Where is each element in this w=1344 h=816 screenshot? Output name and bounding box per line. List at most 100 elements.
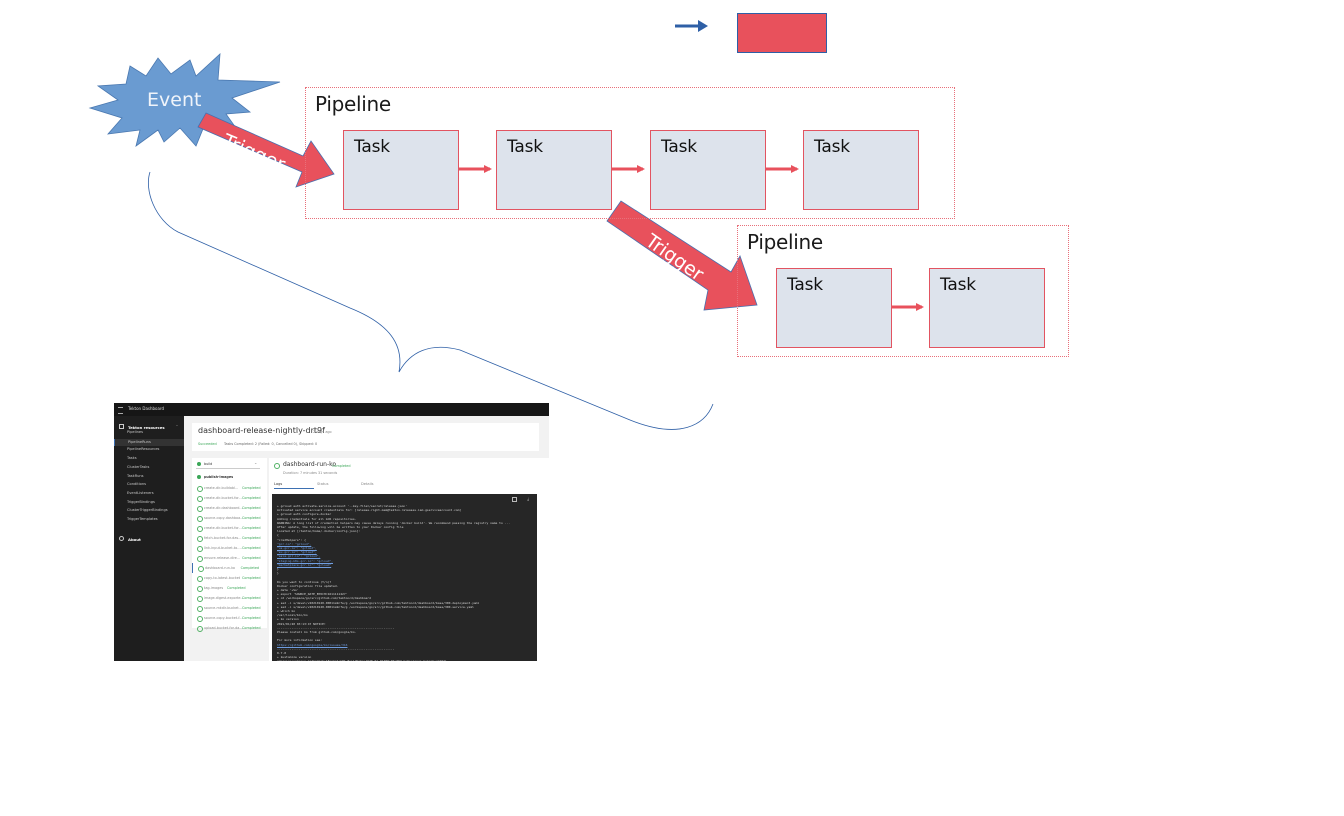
log-line: + cd /workspace/go/src/github.com/tekton… (277, 596, 371, 601)
pipeline-1-task-2: Task (496, 130, 612, 210)
taskrun-list-item[interactable]: image-digest-exporte...Completed (192, 593, 267, 603)
success-icon (197, 615, 203, 622)
log-line[interactable]: "us.gcr.io": "gcloud", (277, 546, 317, 550)
log-line: Please install ko from github.com/google… (277, 630, 357, 634)
taskrun-name: create-dir-bucket-for... (204, 526, 242, 530)
sidebar-item-triggerbindings[interactable]: TriggerBindings (127, 499, 155, 504)
step-status: Completed (332, 464, 351, 468)
success-icon (197, 475, 201, 479)
sidebar-item-pipelines[interactable]: Pipelines (127, 430, 143, 434)
success-icon (197, 605, 203, 612)
sidebar-section-tekton-resources[interactable]: Tekton resources ˆ (119, 424, 178, 430)
sidebar-item-about[interactable]: About (119, 536, 141, 542)
log-line[interactable]: "gcr.io": "gcloud", (277, 541, 312, 546)
taskrun-status: Completed (242, 496, 261, 500)
taskrun-status: Completed (242, 486, 261, 490)
sidebar-item-pipelineresources[interactable]: PipelineResources (127, 447, 160, 452)
taskrun-status: Completed (242, 616, 261, 620)
log-line: /usr/local/bin/ko (277, 613, 308, 618)
success-icon (197, 545, 203, 552)
step-duration: Duration: 7 minutes 31 seconds (283, 471, 338, 475)
sidebar-item-eventlisteners[interactable]: EventListeners (127, 490, 154, 495)
hamburger-menu-icon[interactable] (118, 407, 123, 414)
info-icon (119, 536, 124, 541)
taskrun-name: tag-images (204, 586, 224, 590)
step-selector-value: build (204, 462, 213, 466)
taskrun-list-item[interactable]: link-input-bucket-to-...Completed (192, 543, 267, 553)
taskrun-name: ensure-release-dire... (204, 556, 241, 560)
taskrun-name: source-copy-bucket-f... (204, 616, 243, 620)
taskrun-list-item[interactable]: ensure-release-dire...Completed (192, 553, 267, 563)
log-viewer[interactable]: ⤓ + gcloud auth activate-service-account… (272, 494, 537, 661)
log-line[interactable]: "asia.gcr.io": "gcloud", (277, 554, 321, 559)
sidebar-item-clustertasks[interactable]: ClusterTasks (127, 464, 150, 469)
taskrun-list-item[interactable]: create-dir-buildabl...Completed (192, 483, 267, 493)
taskrun-list-item[interactable]: source-copy-bucket-f...Completed (192, 613, 267, 623)
success-icon (197, 515, 203, 522)
tab-status[interactable]: Status (317, 482, 329, 486)
log-line: 0.7.0 (277, 651, 287, 655)
log-line[interactable]: "marketplace.gcr.io": "gcloud" (277, 562, 332, 567)
taskrun-list-item[interactable]: create-dir-dashboard...Completed (192, 503, 267, 513)
download-icon[interactable]: ⤓ (527, 496, 529, 501)
taskrun-status: Completed (240, 566, 260, 570)
success-icon (197, 505, 203, 512)
success-icon (197, 595, 203, 602)
log-line: + which ko (277, 609, 296, 613)
taskrun-status: Completed (242, 536, 261, 540)
dashboard-header: Tekton Dashboard (114, 403, 549, 416)
log-line[interactable]: https://github.com/google/ko/issues/316 (277, 642, 348, 647)
taskrun-list-item[interactable]: source-copy-dashboa...Completed (192, 513, 267, 523)
log-line: located at [/tekton/home/.docker/config.… (277, 529, 361, 534)
log-line: + kustomize version (277, 655, 312, 660)
taskrun-list-item[interactable]: fetch-bucket-for-das...Completed (192, 533, 267, 543)
step-selector[interactable]: build ⌄ (196, 460, 260, 469)
tekton-icon (119, 424, 124, 429)
trigger-arrow-2 (606, 200, 758, 311)
taskrun-list-item[interactable]: upload-bucket-for-da...Completed (192, 623, 267, 633)
taskrun-list-item[interactable]: create-dir-bucket-for...Completed (192, 523, 267, 533)
pipelinerun-name: dashboard-release-nightly-drt9f (198, 426, 325, 435)
maximize-icon[interactable] (512, 497, 517, 502)
success-icon (197, 462, 201, 466)
log-line: { (277, 533, 279, 538)
log-line: Do you want to continue (Y/n)? (277, 579, 332, 584)
pipeline-2-task-1: Task (776, 268, 892, 348)
sidebar-item-clustertriggerbindings[interactable]: ClusterTriggerBindings (127, 508, 168, 513)
log-line[interactable]: "eu.gcr.io": "gcloud", (277, 550, 317, 555)
log-line: For more information see: (277, 638, 323, 643)
sidebar-item-taskruns[interactable]: TaskRuns (127, 473, 144, 478)
pipelinerun-summary: Tasks Completed: 2 (Failed: 0, Cancelled… (224, 442, 318, 446)
taskrun-name: create-dir-bucket-for... (204, 496, 242, 500)
sidebar-item-triggertemplates[interactable]: TriggerTemplates (127, 517, 158, 521)
sidebar-item-pipelineruns[interactable]: PipelineRuns (114, 438, 184, 446)
trigger-arrow-1 (197, 112, 335, 188)
taskrun-status: Completed (242, 626, 261, 630)
log-line: + date '+%s' (277, 588, 299, 592)
sidebar-item-conditions[interactable]: Conditions (127, 482, 147, 487)
tab-details[interactable]: Details (361, 482, 374, 486)
taskrun-status: Completed (242, 576, 261, 580)
log-line: WARNING: A long list of credential helpe… (277, 520, 510, 525)
pipelinerun-header: dashboard-release-nightly-drt9f 2 days a… (192, 423, 539, 451)
task-label: Task (507, 137, 543, 157)
success-icon (197, 585, 203, 592)
taskrun-list-item[interactable]: source-mkdir-bucket...Completed (192, 603, 267, 613)
sidebar-item-tasks[interactable]: Tasks (127, 456, 137, 461)
log-line[interactable]: "staging-k8s.gcr.io": "gcloud", (277, 558, 333, 563)
taskrun-name: source-copy-dashboa... (204, 516, 244, 520)
log-line: Activated service account credentials fo… (277, 508, 462, 513)
taskrun-list-item[interactable]: create-dir-bucket-for...Completed (192, 493, 267, 503)
tab-logs[interactable]: Logs (274, 482, 314, 489)
task-label: Task (354, 137, 390, 157)
task-label: Task (814, 137, 850, 157)
chevron-up-icon: ˆ (176, 424, 178, 429)
taskrun-name: image-digest-exporte... (204, 596, 244, 600)
success-icon (197, 535, 203, 542)
task-group-label: publish-images (204, 475, 234, 479)
